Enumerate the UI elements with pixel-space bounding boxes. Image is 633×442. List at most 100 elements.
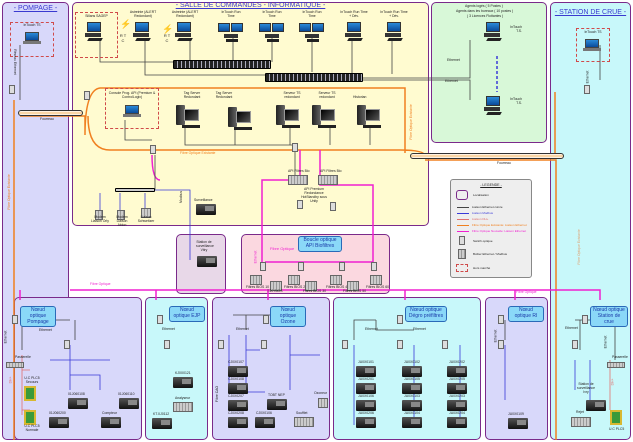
surveillance-device bbox=[197, 256, 217, 267]
server-icon[interactable] bbox=[176, 105, 202, 131]
field-device bbox=[228, 417, 248, 428]
server-icon[interactable] bbox=[276, 105, 302, 131]
field-device bbox=[255, 417, 275, 428]
surveillance-device bbox=[586, 400, 606, 411]
field-device bbox=[101, 417, 121, 428]
label: 01J060200 bbox=[49, 411, 66, 415]
label: Filtres BIOS 60 bbox=[366, 285, 389, 289]
label: ( 3 Licences Flottantes ) bbox=[467, 14, 504, 18]
workstation-icon[interactable] bbox=[385, 22, 403, 42]
label: Ozoneur bbox=[314, 391, 328, 395]
label: InTouch Run Time bbox=[221, 10, 241, 18]
label: Ethernet bbox=[445, 79, 458, 83]
field-device bbox=[402, 417, 422, 428]
legend-item: Switch optique bbox=[473, 239, 493, 243]
label: Station de surveillance Vitry bbox=[196, 240, 214, 252]
optical-switch-icon bbox=[342, 340, 348, 349]
field-device bbox=[447, 400, 467, 411]
label: Fourreau bbox=[497, 161, 511, 165]
dual-monitor-icon[interactable] bbox=[259, 23, 285, 43]
ethernet-switch-2 bbox=[265, 73, 363, 82]
workstation-icon[interactable] bbox=[345, 22, 363, 42]
label: Ethernet bbox=[39, 328, 52, 332]
label: Ethernet bbox=[365, 327, 378, 331]
localisation-swatch bbox=[456, 190, 468, 200]
dual-monitor-icon[interactable] bbox=[299, 23, 325, 43]
workstation-icon[interactable] bbox=[133, 22, 151, 42]
label: JU0X0204 bbox=[449, 411, 465, 415]
boitier-icon bbox=[458, 249, 466, 259]
label: JU0X0103 bbox=[404, 394, 420, 398]
optical-switch-icon bbox=[64, 340, 70, 349]
server-icon[interactable] bbox=[357, 105, 383, 131]
label: R T C bbox=[163, 33, 171, 43]
label: API Filtres Bio bbox=[320, 169, 342, 173]
workstation-icon[interactable] bbox=[484, 96, 502, 116]
server-icon[interactable] bbox=[228, 107, 254, 133]
optical-switch-icon bbox=[442, 340, 448, 349]
lightning-icon: ⚡ bbox=[120, 19, 132, 29]
legend-label: Fibre Optique Existante: Liaison Etherne… bbox=[472, 223, 527, 227]
field-device bbox=[402, 366, 422, 377]
laptop-icon bbox=[583, 39, 601, 53]
label: Surveillance bbox=[194, 198, 213, 202]
legend-item: Hors marché bbox=[473, 266, 491, 270]
optical-switch-icon bbox=[9, 85, 15, 94]
laptop-icon[interactable] bbox=[123, 105, 141, 119]
label: Filtres BIOS 30 bbox=[303, 289, 326, 293]
label: TOBT NEP bbox=[268, 393, 285, 397]
label: Compteur bbox=[102, 411, 117, 415]
label: Ethernet bbox=[447, 58, 460, 62]
intouch-ts-pompage[interactable] bbox=[10, 22, 54, 57]
label: Ethernet bbox=[603, 335, 608, 349]
intouch-ts-crue[interactable] bbox=[576, 28, 610, 62]
label: JU0X0206 bbox=[358, 411, 374, 415]
zone-agents bbox=[431, 2, 547, 143]
workstation-icon[interactable] bbox=[484, 22, 502, 42]
label: Passerelle bbox=[15, 355, 31, 359]
field-device bbox=[152, 418, 172, 429]
optical-switch-icon bbox=[157, 315, 163, 324]
workstation-icon[interactable] bbox=[85, 22, 103, 42]
label: Ethernet bbox=[3, 330, 8, 344]
field-device bbox=[119, 398, 139, 409]
label: Station de surveillance Ivry bbox=[577, 382, 595, 394]
label: CJ0X0208 bbox=[228, 411, 244, 415]
workstation-icon[interactable] bbox=[175, 22, 193, 42]
dual-monitor-icon[interactable] bbox=[218, 23, 244, 43]
label: Fourreau bbox=[40, 117, 54, 121]
label: Soufflet bbox=[296, 411, 308, 415]
label: Historian bbox=[353, 95, 367, 99]
hors-marche-swatch bbox=[456, 264, 468, 272]
modbus-hub bbox=[115, 188, 155, 192]
label: API Filtres Bio bbox=[288, 169, 310, 173]
field-device bbox=[447, 366, 467, 377]
label: U.C PLC5 Secours bbox=[24, 376, 40, 384]
optical-switch-icon bbox=[459, 236, 465, 245]
node-biofiltres-title: Boucle optique API Biofiltres bbox=[298, 236, 342, 252]
label: JU0X0105 bbox=[404, 377, 420, 381]
optical-switch-icon bbox=[84, 91, 90, 100]
optical-switch-icon bbox=[371, 262, 377, 271]
optical-switch-icon bbox=[498, 315, 504, 324]
label: KJ0X0121 bbox=[175, 371, 191, 375]
api-filtres-rack bbox=[318, 175, 338, 185]
server-icon[interactable] bbox=[312, 105, 338, 131]
label: Réseau Ethernet bbox=[12, 49, 17, 75]
field-device bbox=[356, 383, 376, 394]
label: Fibre Optique bbox=[270, 246, 295, 251]
optical-switch-icon bbox=[260, 262, 266, 271]
field-device bbox=[267, 399, 287, 410]
ethernet-switch-1 bbox=[173, 60, 271, 69]
field-device bbox=[402, 400, 422, 411]
label: InTouch Run Time + Dév. bbox=[380, 10, 408, 18]
label: CJ0X0108 bbox=[228, 377, 244, 381]
legend-label: Liaison DH+ bbox=[472, 217, 489, 221]
legend-item: Fibre Optique Existante: Liaison Etherne… bbox=[457, 223, 527, 227]
node-ri-title: Nœud optique RI bbox=[508, 306, 544, 322]
passerelle-icon bbox=[607, 362, 625, 368]
zone-title: - SALLE DE COMMANDES - INFORMATIQUE - bbox=[175, 2, 326, 9]
optical-switch-icon bbox=[397, 315, 403, 324]
field-device bbox=[173, 377, 193, 388]
label: Liaison Schweitzer bbox=[137, 215, 155, 223]
